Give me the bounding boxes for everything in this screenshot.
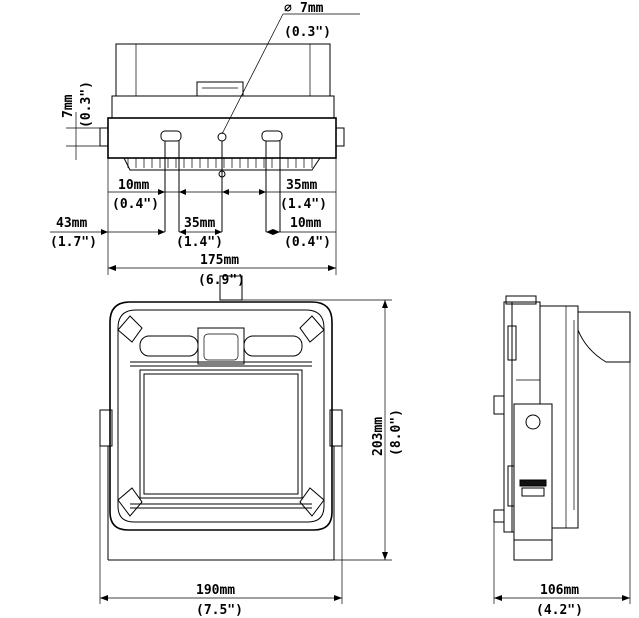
dim-35mm-right: 35mm (286, 178, 317, 193)
dim-35mm-mid-inch: (1.4") (176, 235, 223, 250)
front-width-label: 190mm (196, 583, 235, 598)
front-height-label: 203mm (371, 417, 386, 456)
front-height-inch: (8.0") (389, 409, 404, 456)
side-depth-inch: (4.2") (536, 603, 583, 618)
front-right-bracket (329, 409, 343, 447)
side-top-bracket (577, 311, 631, 363)
dim-35mm-mid: 35mm (184, 216, 215, 231)
dim-35mm-right-inch: (1.4") (280, 197, 327, 212)
left-mounting-slot (160, 130, 182, 142)
height-7mm-label: 7mm (61, 94, 76, 118)
hole-diameter-inch: (0.3") (284, 25, 331, 40)
side-depth-label: 106mm (540, 583, 579, 598)
dim-10mm-left-inch: (0.4") (112, 197, 159, 212)
dim-175mm-inch: (6.9") (198, 273, 245, 288)
heat-sink-fins (127, 158, 313, 168)
side-view: 106mm (4.2") (493, 295, 631, 618)
dim-10mm-right: 10mm (290, 216, 321, 231)
dim-43mm-inch: (1.7") (50, 235, 97, 250)
front-lens (139, 369, 303, 499)
dim-175mm: 175mm (200, 253, 239, 268)
left-knob (99, 127, 109, 147)
top-mid-band (111, 95, 335, 119)
top-view: ⌀ 7mm (0.3") 7mm (0.3") 10mm (0.4") 35mm… (50, 1, 360, 288)
dim-10mm-right-inch: (0.4") (284, 235, 331, 250)
right-knob (335, 127, 345, 147)
dim-43mm: 43mm (56, 216, 87, 231)
dim-10mm-left: 10mm (118, 178, 149, 193)
hole-diameter-value: 7mm (300, 1, 324, 16)
front-left-bracket (99, 409, 113, 447)
height-7mm-inch: (0.3") (79, 81, 94, 128)
front-center-sensor (197, 327, 245, 365)
front-outer-housing (109, 301, 333, 531)
front-right-pill (243, 335, 303, 357)
front-view: 203mm (8.0") 190mm (7.5") (99, 275, 404, 618)
front-width-inch: (7.5") (196, 603, 243, 618)
front-left-pill (139, 335, 199, 357)
right-mounting-slot (261, 130, 283, 142)
hole-diameter-label: ⌀ (284, 1, 292, 16)
top-connector-tab (196, 81, 244, 97)
center-mount-hole (217, 132, 227, 142)
